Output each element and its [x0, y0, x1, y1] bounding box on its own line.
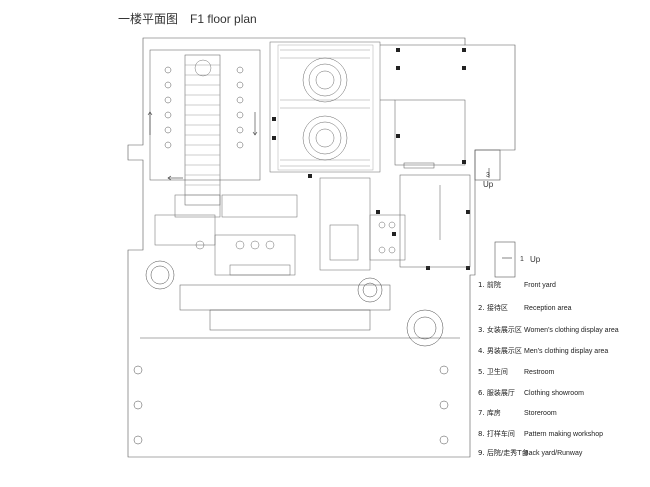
storeroom	[380, 44, 466, 166]
up-number-lower: 1	[520, 256, 524, 263]
direction-arrows	[147, 111, 512, 259]
title-zh: 一楼平面图	[118, 12, 179, 26]
runway-seats-left	[164, 66, 172, 149]
round-display-top	[302, 57, 348, 103]
outer-walls	[127, 37, 516, 458]
up-number-right: 3	[486, 172, 490, 179]
central-rooms	[154, 177, 406, 276]
runway-seats-right	[236, 66, 244, 149]
round-display-bottom	[302, 115, 348, 161]
pattern-workshop	[399, 162, 471, 268]
tree-symbol	[194, 59, 212, 77]
front-yard-trees	[133, 260, 449, 445]
title-en: F1 floor plan	[190, 12, 257, 26]
legend-item-back-yard: 9. 后院/走秀T台Back yard/Runway	[478, 449, 583, 457]
columns	[272, 48, 470, 270]
plan-title: 一楼平面图 F1 floor plan	[118, 10, 257, 27]
up-label-right: Up	[483, 180, 494, 189]
up-label-lower: Up	[530, 255, 541, 264]
hatch-lines	[280, 49, 370, 167]
womens-display-area	[269, 41, 381, 173]
front-yard	[133, 260, 460, 445]
runway-stripes	[185, 64, 220, 196]
back-yard-runway	[149, 49, 261, 206]
